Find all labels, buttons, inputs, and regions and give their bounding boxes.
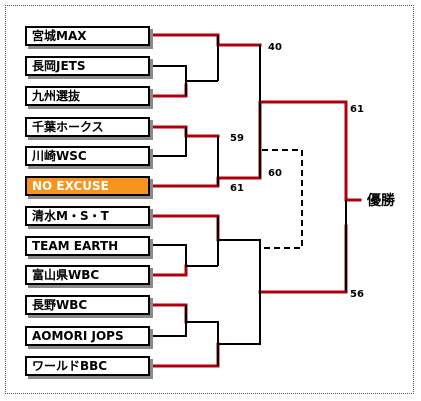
line-kawasaki — [152, 127, 187, 157]
score-60: 60 — [268, 168, 282, 179]
team-name: 千葉ホークス — [32, 120, 104, 134]
winner-path-kyushu — [150, 83, 188, 98]
dashed-path-60 — [262, 149, 303, 249]
team-box: 宮城MAX — [25, 26, 150, 46]
team-name: 長野WBC — [32, 298, 88, 312]
team-name: NO EXCUSE — [32, 179, 109, 193]
winner-path-miyagi — [150, 33, 262, 47]
team-box: 九州選抜 — [25, 86, 150, 106]
team-name: 清水M・S・T — [32, 209, 109, 223]
winner-path-toyama — [150, 264, 188, 277]
team-name: TEAM EARTH — [32, 239, 119, 253]
winner-path-shimizu — [150, 214, 220, 242]
team-box: TEAM EARTH — [25, 236, 150, 256]
team-name: 九州選抜 — [32, 89, 81, 103]
line-nagaoka — [152, 65, 187, 96]
team-name: ワールドBBC — [32, 359, 108, 373]
winner-path-nagano — [150, 303, 188, 324]
score-56: 56 — [350, 289, 364, 300]
team-name: AOMORI JOPS — [32, 329, 124, 343]
team-box: 清水M・S・T — [25, 206, 150, 226]
team-box: 長野WBC — [25, 295, 150, 315]
team-name: 長岡JETS — [32, 59, 86, 73]
score-61-final: 61 — [350, 104, 364, 115]
team-name: 富山県WBC — [32, 268, 100, 282]
team-box: AOMORI JOPS — [25, 326, 150, 346]
score-61-first: 61 — [230, 183, 244, 194]
team-box: 長岡JETS — [25, 56, 150, 76]
bracket-frame — [5, 5, 414, 394]
team-box: 富山県WBC — [25, 265, 150, 285]
team-box-highlighted: NO EXCUSE — [25, 176, 150, 196]
line-team-earth — [152, 244, 218, 267]
champion-label: 優勝 — [367, 193, 395, 209]
line-aomori — [152, 305, 187, 337]
team-name: 川崎WSC — [32, 149, 87, 163]
team-name: 宮城MAX — [32, 29, 87, 43]
winner-path-world — [150, 342, 220, 368]
team-box: ワールドBBC — [25, 356, 150, 376]
team-box: 千葉ホークス — [25, 117, 150, 137]
score-59: 59 — [230, 133, 244, 144]
team-box: 川崎WSC — [25, 146, 150, 166]
score-40: 40 — [268, 42, 282, 53]
